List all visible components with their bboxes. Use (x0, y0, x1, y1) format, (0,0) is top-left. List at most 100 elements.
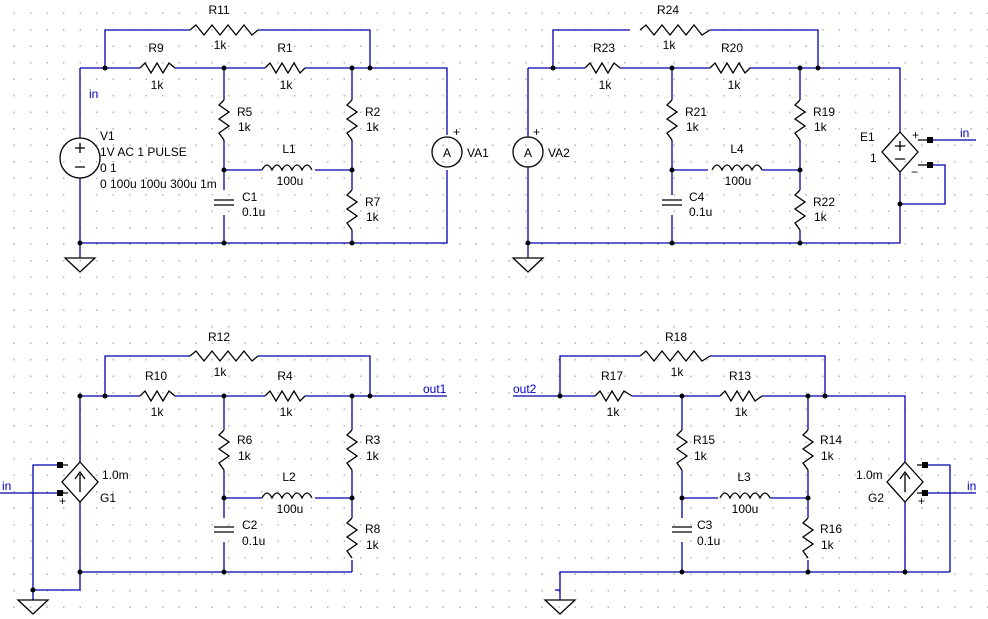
ammeter-symbol[interactable] (512, 136, 544, 168)
resistor-symbol[interactable] (217, 99, 231, 141)
circuit-v1-va1: R11 1k R9 1k R1 1k R5 1k R2 1k R7 1k L1 … (59, 3, 489, 273)
part-ref: R19 (813, 105, 835, 119)
resistor-symbol[interactable] (217, 429, 231, 471)
part-value: 1.0m (102, 468, 129, 482)
resistor-symbol[interactable] (793, 189, 807, 231)
resistor-symbol[interactable] (264, 389, 306, 403)
capacitor-symbol[interactable] (214, 526, 234, 533)
ground-symbol (543, 599, 577, 615)
part-value: 0.1u (242, 534, 265, 548)
resistor-symbol[interactable] (345, 99, 359, 141)
minus-sign: − (911, 165, 918, 179)
inductor-symbol[interactable] (261, 492, 313, 500)
resistor-symbol[interactable] (139, 61, 176, 75)
part-value: 1 (870, 151, 877, 165)
resistor-symbol[interactable] (675, 429, 689, 471)
part-ref: R12 (208, 330, 230, 344)
resistor-symbol[interactable] (665, 99, 679, 141)
part-value: 1k (214, 38, 228, 52)
part-value: 1k (366, 538, 380, 552)
part-ref: L3 (737, 470, 751, 484)
inductor-symbol[interactable] (261, 164, 313, 172)
plus-sign: + (912, 128, 919, 142)
part-ref: VA2 (548, 146, 570, 160)
part-value: 1k (238, 120, 252, 134)
resistor-symbol[interactable] (345, 429, 359, 471)
part-ref: R6 (237, 433, 253, 447)
part-ref: R16 (820, 522, 842, 536)
part-ref: R17 (601, 369, 623, 383)
voltage-source-symbol[interactable] (59, 137, 101, 179)
resistor-symbol[interactable] (801, 429, 815, 471)
ammeter-symbol[interactable] (431, 136, 463, 168)
inductor-symbol[interactable] (711, 164, 763, 172)
plus-sign: + (918, 494, 925, 508)
part-value: 1.0m (856, 468, 883, 482)
part-ref: R18 (665, 330, 687, 344)
inductor-symbol[interactable] (719, 492, 771, 500)
circuit-e1-va2: R24 1k R23 1k R20 1k R21 1k R19 1k R22 1… (511, 3, 976, 273)
resistor-symbol[interactable] (189, 349, 259, 363)
vccs-symbol[interactable] (61, 461, 99, 503)
part-ref: L4 (730, 142, 744, 156)
circuit-g2-out2: R18 1k R17 1k R13 1k R15 1k R14 1k R16 1… (513, 330, 976, 615)
part-ref: G2 (868, 491, 884, 505)
capacitor-symbol[interactable] (672, 526, 692, 533)
resistor-symbol[interactable] (639, 23, 711, 37)
part-ref: C3 (697, 518, 713, 532)
part-ref: R20 (721, 41, 743, 55)
part-ref: R8 (365, 522, 381, 536)
net-label-in: in (2, 479, 11, 493)
resistor-symbol[interactable] (139, 389, 176, 403)
part-ref: E1 (860, 130, 875, 144)
part-value: 1k (599, 78, 613, 92)
part-value: 0.1u (697, 534, 720, 548)
source-params: 1V AC 1 PULSE (100, 145, 187, 159)
part-ref: V1 (100, 129, 115, 143)
part-value: 100u (277, 174, 304, 188)
part-ref: R5 (237, 105, 253, 119)
part-ref: R15 (693, 433, 715, 447)
net-label-out1: out1 (423, 382, 447, 396)
part-ref: R2 (365, 105, 381, 119)
part-value: 1k (694, 449, 708, 463)
part-value: 1k (814, 120, 828, 134)
resistor-symbol[interactable] (801, 517, 815, 559)
part-value: 100u (277, 502, 304, 516)
plus-sign: + (533, 125, 540, 139)
part-value: 1k (214, 365, 228, 379)
part-ref: R7 (365, 195, 381, 209)
capacitor-symbol[interactable] (214, 199, 234, 206)
vccs-symbol[interactable] (886, 461, 924, 503)
resistor-symbol[interactable] (345, 189, 359, 231)
part-value: 1k (280, 78, 294, 92)
source-params: 0 1 (100, 161, 117, 175)
part-value: 1k (686, 120, 700, 134)
ammeter-glyph: A (443, 146, 451, 160)
part-ref: R14 (820, 433, 842, 447)
resistor-symbol[interactable] (189, 23, 259, 37)
resistor-symbol[interactable] (719, 389, 763, 403)
ground-symbol (511, 257, 545, 273)
part-ref: C4 (689, 190, 705, 204)
resistor-symbol[interactable] (793, 99, 807, 141)
resistor-symbol[interactable] (639, 349, 711, 363)
resistor-symbol[interactable] (345, 517, 359, 559)
resistor-symbol[interactable] (709, 61, 751, 75)
part-value: 1k (735, 405, 749, 419)
resistor-symbol[interactable] (584, 61, 621, 75)
resistor-symbol[interactable] (264, 61, 306, 75)
net-label-in: in (960, 126, 969, 140)
vcvs-symbol[interactable] (881, 131, 919, 173)
part-value: 1k (821, 449, 835, 463)
ground-symbol (16, 599, 50, 615)
capacitor-symbol[interactable] (662, 199, 682, 206)
resistor-symbol[interactable] (594, 389, 633, 403)
part-ref: R11 (208, 3, 229, 17)
part-ref: R13 (729, 369, 751, 383)
net-label-in: in (89, 87, 98, 101)
part-ref: L2 (282, 470, 296, 484)
source-params: 0 100u 100u 300u 1m (100, 177, 217, 191)
part-ref: VA1 (467, 146, 489, 160)
part-value: 1k (151, 405, 165, 419)
